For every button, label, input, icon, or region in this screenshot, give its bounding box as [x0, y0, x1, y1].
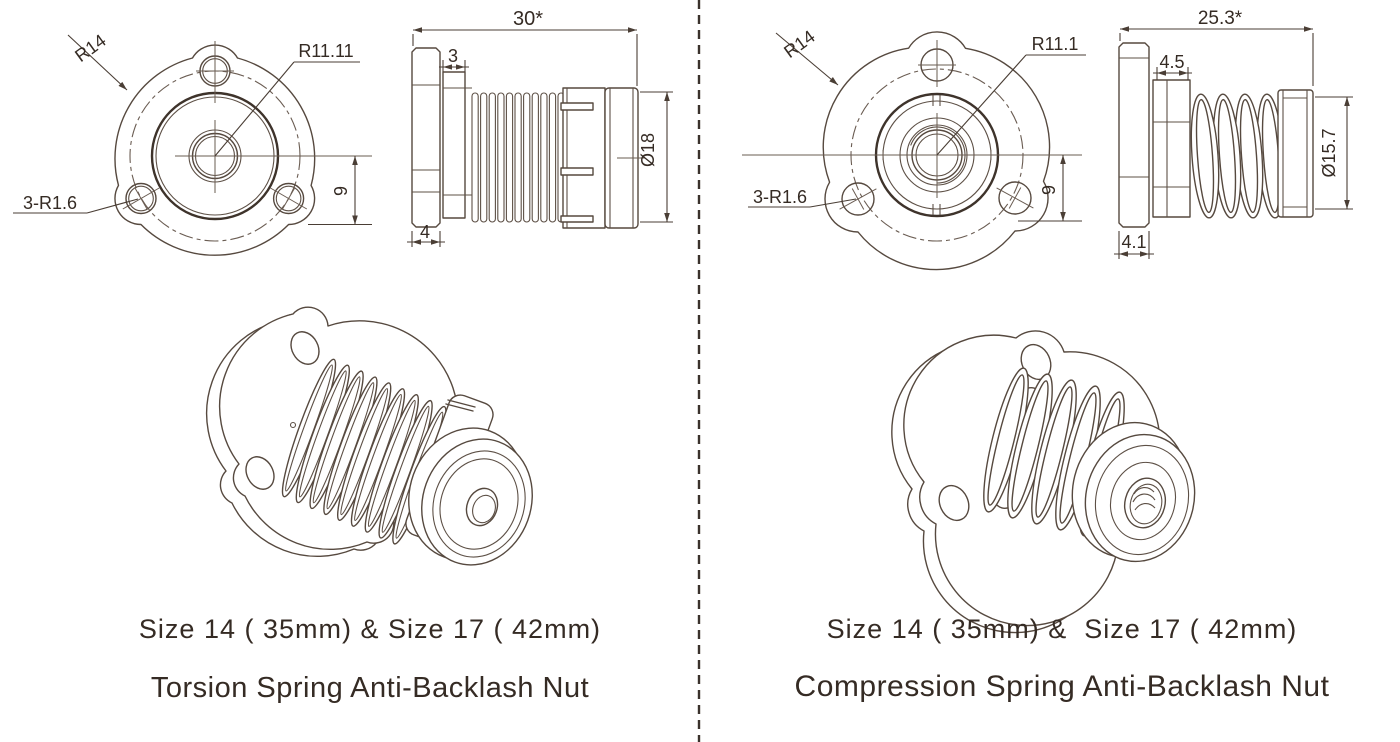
dim-height: 9 — [331, 186, 351, 196]
dim-r11: R11.11 — [298, 41, 353, 61]
dim-height: 9 — [1039, 185, 1059, 195]
dim-plate: 4.5 — [1159, 52, 1184, 72]
torsion-title: Torsion Spring Anti-Backlash Nut — [150, 672, 590, 704]
torsion-size-caption: Size 14 ( 35mm) & Size 17 ( 42mm) — [138, 614, 602, 644]
compression-isometric-view — [891, 330, 1196, 634]
dim-r14: R14 — [780, 26, 818, 62]
dim-holes: 3-R1.6 — [753, 187, 807, 207]
torsion-side-view: 30* 3 — [407, 8, 673, 247]
dim-holes: 3-R1.6 — [23, 193, 77, 213]
dim-diameter: Ø15.7 — [1319, 128, 1339, 177]
compression-size-caption: Size 14 ( 35mm) & Size 17 ( 42mm) — [826, 614, 1298, 644]
torsion-isometric-view — [205, 306, 533, 566]
dim-plate: 3 — [448, 46, 458, 66]
dim-length: 25.3* — [1198, 8, 1243, 29]
dim-length: 30* — [513, 8, 543, 30]
compression-title: Compression Spring Anti-Backlash Nut — [794, 670, 1330, 703]
dim-diameter: Ø18 — [638, 133, 658, 167]
dim-boss: 4 — [420, 222, 430, 242]
dim-r11: R11.1 — [1032, 34, 1079, 54]
torsion-front-view: 9 R14 R11.11 3-R1.6 — [13, 30, 372, 256]
dim-r14: R14 — [71, 30, 109, 66]
compression-front-view: 9 R14 R11.1 3-R1.6 — [742, 26, 1086, 271]
dim-boss: 4.1 — [1121, 232, 1146, 252]
panel-divider — [697, 0, 701, 742]
compression-side-view: 25.3* 4.5 Ø15.7 — [1114, 8, 1353, 259]
